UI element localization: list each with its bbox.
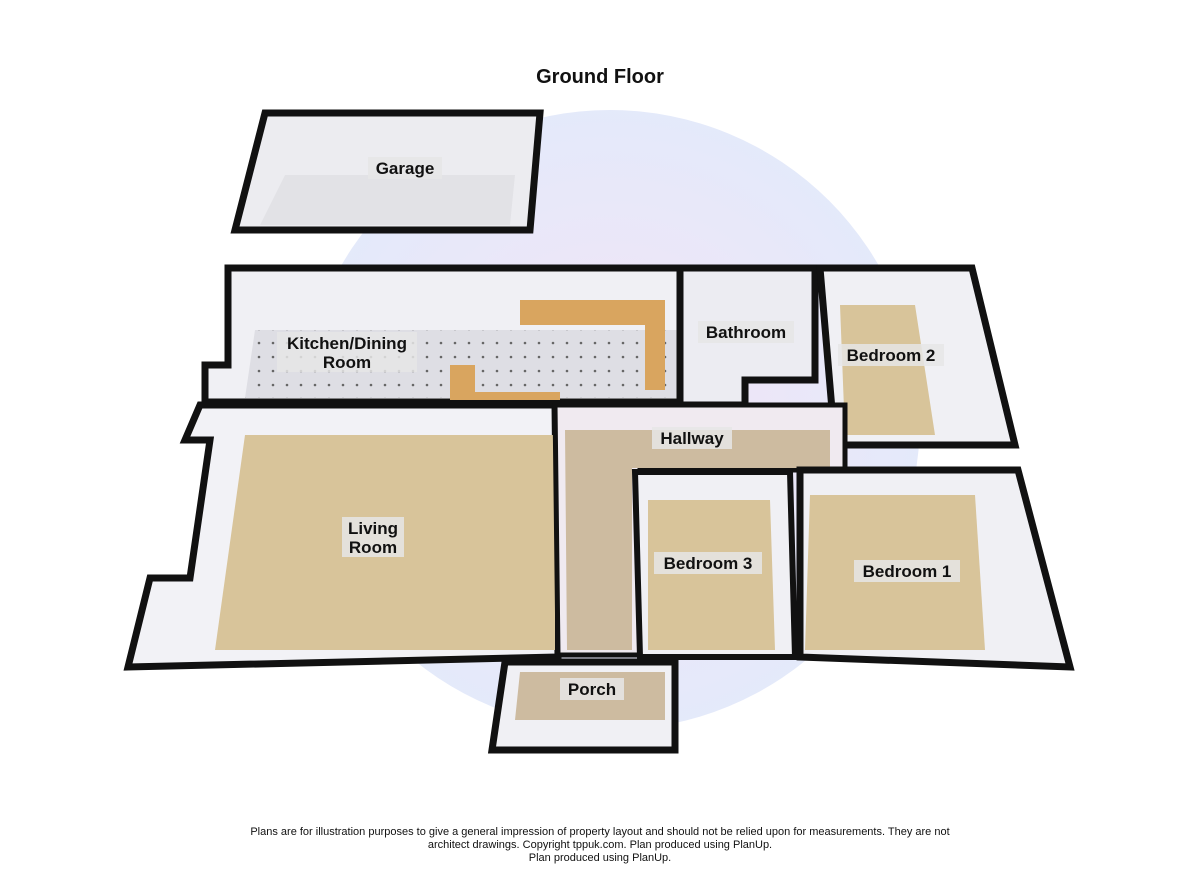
svg-text:Bedroom 3: Bedroom 3	[664, 554, 753, 573]
floor-title: Ground Floor	[536, 66, 664, 88]
svg-text:Room: Room	[349, 538, 397, 557]
label-kitchen-dining: Kitchen/Dining Room	[277, 332, 417, 372]
label-bathroom: Bathroom	[698, 321, 794, 343]
label-bedroom-2: Bedroom 2	[838, 344, 944, 366]
kitchen-counter	[520, 300, 665, 390]
disclaimer-line-1: Plans are for illustration purposes to g…	[250, 826, 950, 838]
kitchen-island	[450, 365, 560, 400]
disclaimer-line-3: Plan produced using PlanUp.	[528, 852, 672, 864]
room-kitchen-dining	[201, 264, 684, 406]
label-garage: Garage	[368, 157, 442, 179]
svg-text:Bathroom: Bathroom	[706, 323, 786, 342]
svg-text:Hallway: Hallway	[660, 429, 724, 448]
disclaimer-line-2: architect drawings. Copyright tppuk.com.…	[427, 839, 773, 851]
label-hallway: Hallway	[652, 427, 732, 449]
room-porch	[487, 658, 679, 754]
svg-text:Living: Living	[348, 519, 398, 538]
svg-text:Porch: Porch	[568, 680, 616, 699]
svg-text:Room: Room	[323, 353, 371, 372]
label-porch: Porch	[560, 678, 624, 700]
svg-text:Garage: Garage	[376, 159, 435, 178]
svg-text:Bedroom 2: Bedroom 2	[847, 346, 936, 365]
label-bedroom-1: Bedroom 1	[854, 560, 960, 582]
label-bedroom-3: Bedroom 3	[654, 552, 762, 574]
svg-text:Bedroom 1: Bedroom 1	[863, 562, 952, 581]
disclaimer-footer: Plans are for illustration purposes to g…	[200, 826, 1000, 865]
label-living-room: Living Room	[342, 517, 404, 557]
svg-text:Kitchen/Dining: Kitchen/Dining	[287, 334, 407, 353]
